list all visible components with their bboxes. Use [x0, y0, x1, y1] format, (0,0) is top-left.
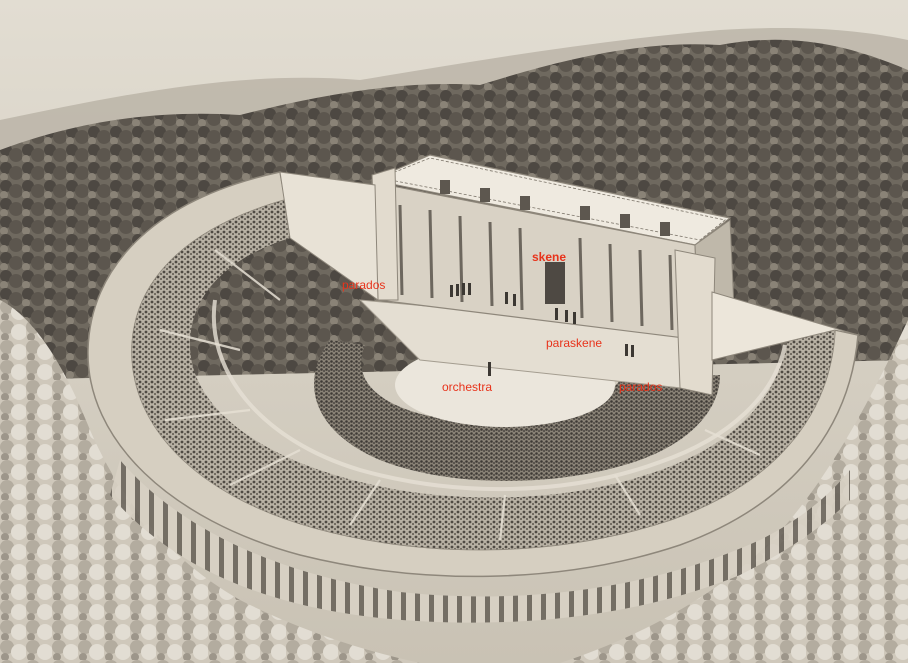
diazoma-walkway: [211, 299, 787, 492]
stair-aisles: [159, 249, 761, 541]
skene-building: [369, 154, 736, 396]
orchestra-ring: [314, 340, 720, 481]
label-orchestra: orchestra: [442, 380, 493, 394]
label-skene: skene: [532, 250, 567, 264]
forest-foreground-right: [560, 320, 908, 663]
stage-figures: [450, 283, 634, 376]
forest-foreground-left: [0, 300, 420, 663]
parados-wall-left: [279, 171, 379, 301]
label-paraskene: paraskene: [546, 336, 603, 350]
parados-wall-right: [711, 291, 859, 361]
label-parados-left: parados: [342, 278, 386, 292]
outer-colonnade: [110, 460, 850, 623]
label-parados-right: parados: [619, 380, 663, 394]
